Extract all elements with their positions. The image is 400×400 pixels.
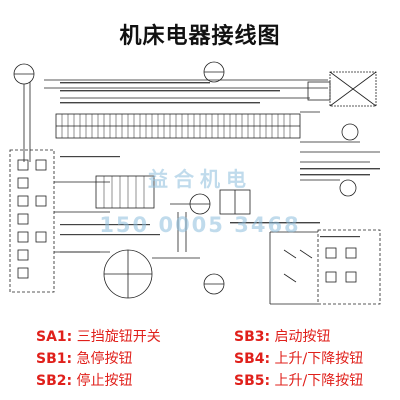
motor-icon	[189, 193, 211, 215]
page-title: 机床电器接线图	[119, 24, 281, 49]
legend-item-sa1: SA1: 三挡旋钮开关	[36, 329, 161, 345]
legend-item-sb3: SB3: 启动按钮	[234, 329, 331, 345]
switch-icon	[283, 249, 313, 283]
legend-item-sb2: SB2: 停止按钮	[36, 373, 133, 389]
legend-item-sb5: SB5: 上升/下降按钮	[234, 373, 364, 389]
relay-icon	[325, 247, 357, 283]
watermark-phone: 150 0005 3468	[99, 213, 301, 237]
watermark-brand: 益合机电	[148, 167, 252, 191]
motor-icon	[13, 63, 35, 162]
motor-icon	[203, 61, 225, 83]
motor-icon	[203, 273, 225, 295]
legend: SA1: 三挡旋钮开关 SB1: 急停按钮 SB2: 停止按钮 SB3: 启动按…	[0, 318, 400, 400]
wiring-diagram	[9, 61, 381, 305]
legend-item-sb1: SB1: 急停按钮	[36, 351, 133, 367]
legend-item-sb4: SB4: 上升/下降按钮	[234, 351, 364, 367]
motor-icon	[103, 249, 153, 299]
